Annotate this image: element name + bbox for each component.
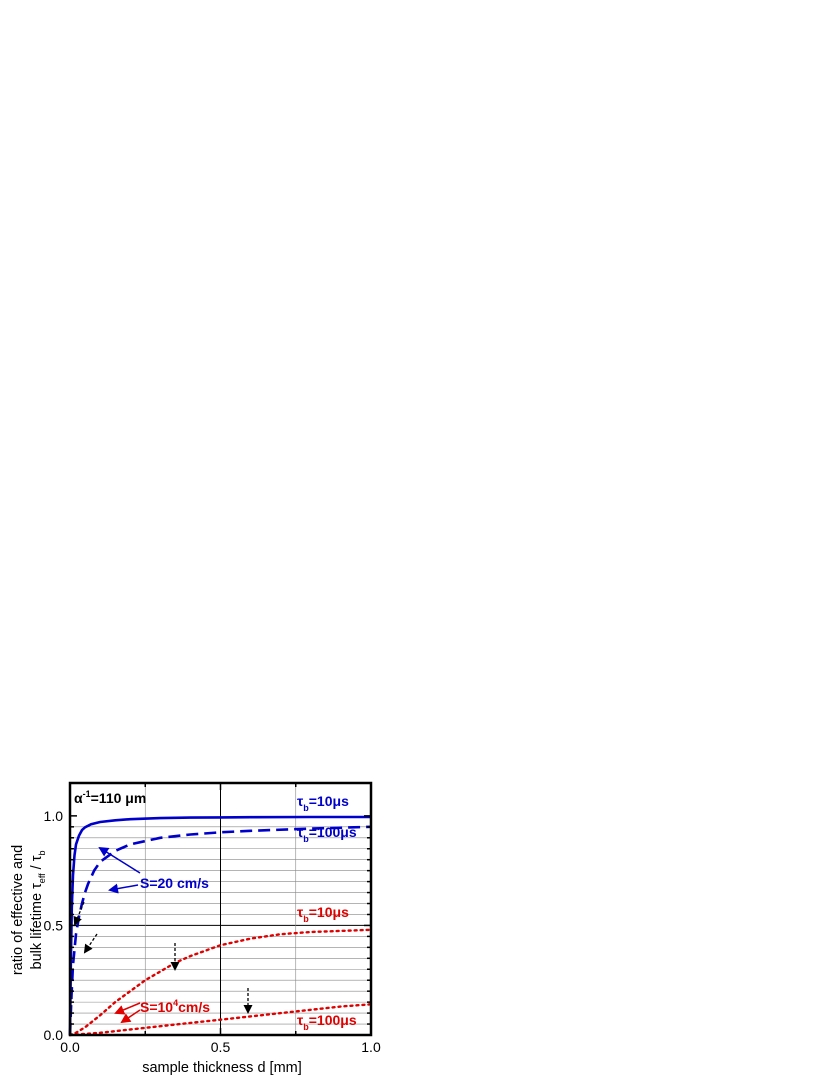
series-line-1: [68, 815, 371, 1036]
y-tick-label: 0.0: [44, 1027, 64, 1043]
tick-labels: 0.0 0.5 1.0 0.0 0.5 1.0: [44, 808, 381, 1055]
x-axis-label: sample thickness d [mm]: [142, 1060, 302, 1075]
black-arrow-1: [73, 901, 85, 926]
y-tick-label: 1.0: [44, 808, 64, 824]
blue-tau-10-label: τb=10μs: [297, 793, 349, 813]
x-tick-label: 1.0: [361, 1039, 381, 1055]
series-line-3: [68, 928, 373, 1037]
s-red-arrow-upper: [114, 1002, 141, 1015]
red-tau-10-label: τb=10μs: [297, 904, 349, 924]
alpha-label: α-1=110 μm: [74, 789, 146, 806]
blue-tau-100-label: τb=100μs: [297, 824, 357, 844]
y-axis-label-line1: ratio of effective and: [10, 845, 26, 975]
s-blue-label: S=20 cm/s: [140, 875, 209, 891]
series-line-2: [68, 825, 372, 1036]
series-line-4: [68, 1003, 373, 1037]
grid: [70, 783, 371, 1035]
y-axis-label: ratio of effective and bulk lifetime τef…: [10, 845, 47, 975]
y-axis-label-line2: bulk lifetime τeff / τb: [29, 850, 47, 969]
s-red-label: S=104cm/s: [140, 998, 210, 1015]
y-tick-label: 0.5: [44, 917, 64, 933]
data-lines: [68, 815, 373, 1037]
s-red-arrow-lower: [120, 1009, 141, 1024]
black-arrow-2: [83, 933, 98, 954]
s-blue-arrow-lower: [108, 883, 139, 894]
s-blue-arrow-upper: [98, 846, 141, 874]
red-tau-100-label: τb=100μs: [297, 1012, 357, 1032]
x-tick-label: 0.5: [211, 1039, 231, 1055]
x-tick-label: 0.0: [60, 1039, 80, 1055]
ticks: [69, 783, 372, 1036]
